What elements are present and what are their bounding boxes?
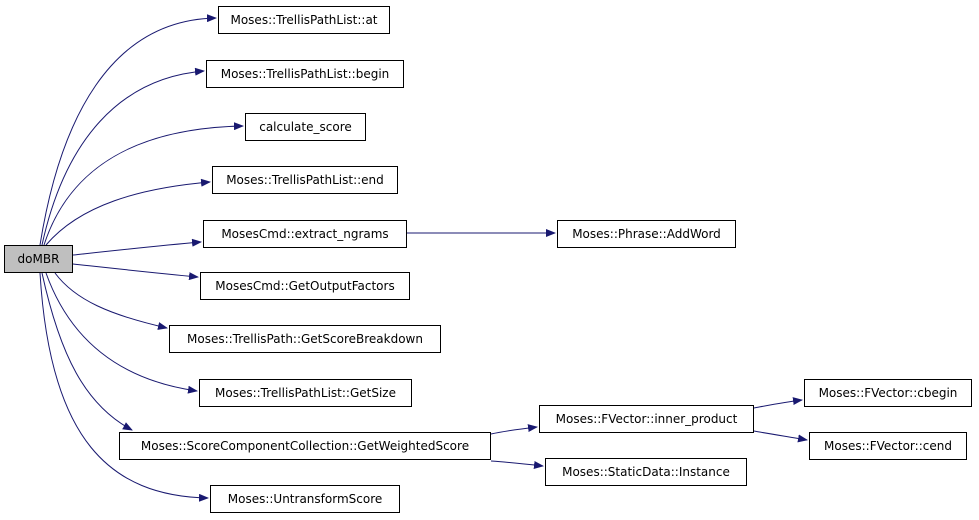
- node-get-output-factors[interactable]: MosesCmd::GetOutputFactors: [200, 272, 410, 300]
- node-get-weighted-score[interactable]: Moses::ScoreComponentCollection::GetWeig…: [119, 432, 491, 460]
- node-calculate-score[interactable]: calculate_score: [245, 113, 366, 141]
- edge-doMBR-to-getweighted: [41, 272, 133, 431]
- edge-doMBR-to-begin: [41, 67, 205, 246]
- node-fvector-cbegin[interactable]: Moses::FVector::cbegin: [804, 379, 972, 407]
- edge-doMBR-to-end: [45, 178, 211, 246]
- edge-inner-to-cbegin: [753, 397, 803, 409]
- edge-doMBR-to-getscore: [54, 272, 168, 330]
- node-fvector-inner-product[interactable]: Moses::FVector::inner_product: [539, 405, 754, 433]
- edge-doMBR-to-extract: [72, 238, 202, 256]
- node-staticdata-instance[interactable]: Moses::StaticData::Instance: [545, 458, 747, 486]
- node-phrase-addword[interactable]: Moses::Phrase::AddWord: [557, 220, 736, 248]
- edge-getweighted-to-inner: [490, 424, 538, 435]
- edge-doMBR-to-getout: [72, 263, 199, 281]
- edge-doMBR-to-getsize: [45, 272, 198, 394]
- node-trellispathlist-at[interactable]: Moses::TrellisPathList::at: [218, 6, 390, 34]
- node-trellispathlist-begin[interactable]: Moses::TrellisPathList::begin: [206, 60, 404, 88]
- node-trellispathlist-getsize[interactable]: Moses::TrellisPathList::GetSize: [199, 379, 412, 407]
- edge-doMBR-to-calc: [43, 122, 244, 246]
- edge-getweighted-to-instance: [490, 460, 544, 469]
- edge-doMBR-to-untransform: [39, 272, 209, 502]
- node-fvector-cend[interactable]: Moses::FVector::cend: [809, 432, 967, 460]
- edge-doMBR-to-at: [39, 14, 217, 246]
- node-get-score-breakdown[interactable]: Moses::TrellisPath::GetScoreBreakdown: [169, 325, 441, 353]
- edge-inner-to-cend: [753, 430, 808, 443]
- node-trellispathlist-end[interactable]: Moses::TrellisPathList::end: [212, 166, 398, 194]
- node-untransform-score[interactable]: Moses::UntransformScore: [210, 485, 400, 513]
- node-extract-ngrams[interactable]: MosesCmd::extract_ngrams: [203, 220, 407, 248]
- node-doMBR: doMBR: [4, 245, 73, 273]
